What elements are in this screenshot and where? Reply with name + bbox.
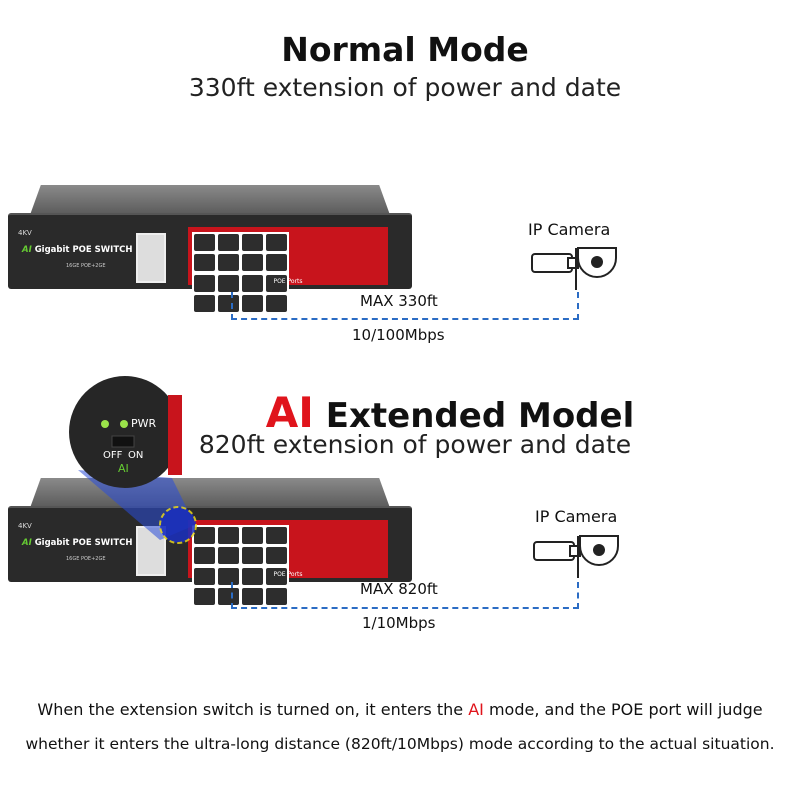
poe-switch-normal: 4KV AI Gigabit POE SWITCH 16GE POE+2GE P… <box>8 185 412 314</box>
normal-mode-title: Normal Mode <box>281 30 529 69</box>
poe-port <box>194 588 215 605</box>
speed-label: 1/10Mbps <box>362 614 436 632</box>
poe-port <box>242 295 263 312</box>
poe-port <box>218 527 239 544</box>
poe-port <box>266 234 287 251</box>
poe-switch-ai: 4KV AI Gigabit POE SWITCH 16GE POE+2GE P… <box>8 478 412 607</box>
description-line-1: When the extension switch is turned on, … <box>37 700 763 719</box>
poe-port <box>242 527 263 544</box>
poe-port <box>218 295 239 312</box>
poe-port <box>266 527 287 544</box>
off-label: OFF <box>103 450 123 461</box>
cable-dashed-line <box>231 292 579 320</box>
poe-port <box>266 254 287 271</box>
ai-mode-subtitle: 820ft extension of power and date <box>198 430 632 459</box>
cable-dashed-line <box>231 582 579 609</box>
poe-port <box>266 588 287 605</box>
poe-port <box>194 547 215 564</box>
ai-mode-title: AI Extended Model <box>265 388 635 437</box>
poe-port <box>218 254 239 271</box>
on-label: ON <box>128 450 144 461</box>
poe-port <box>218 588 239 605</box>
poe-port <box>194 568 215 585</box>
poe-port <box>242 254 263 271</box>
poe-port <box>218 547 239 564</box>
ai-switch-label: AI <box>118 462 129 475</box>
switch-model: 16GE POE+2GE <box>66 556 106 562</box>
switch-name: AI Gigabit POE SWITCH <box>22 245 133 255</box>
pwr-label: PWR <box>131 417 157 430</box>
poe-ports-label: POE Ports <box>273 278 303 285</box>
brand-logo: 4KV <box>18 229 32 237</box>
poe-port <box>242 588 263 605</box>
poe-port <box>194 254 215 271</box>
poe-port <box>194 234 215 251</box>
poe-ports-label: POE Ports <box>273 571 303 578</box>
poe-port <box>194 295 215 312</box>
switch-model: 16GE POE+2GE <box>66 263 106 269</box>
poe-port <box>194 275 215 292</box>
speed-label: 10/100Mbps <box>352 326 445 344</box>
description-line-2: whether it enters the ultra-long distanc… <box>25 735 775 753</box>
poe-port <box>242 275 263 292</box>
poe-port <box>194 527 215 544</box>
poe-port <box>218 234 239 251</box>
ip-camera-icon <box>530 240 620 295</box>
poe-port <box>218 275 239 292</box>
poe-port <box>242 234 263 251</box>
poe-port <box>266 568 287 585</box>
brand-logo: 4KV <box>18 522 32 530</box>
poe-port <box>266 547 287 564</box>
max-distance: MAX 330ft <box>360 292 438 310</box>
ip-camera-label: IP Camera <box>535 507 618 526</box>
poe-port <box>242 568 263 585</box>
poe-port-panel: POE Ports <box>188 227 388 314</box>
poe-port <box>266 275 287 292</box>
poe-port <box>242 547 263 564</box>
uplink-ports <box>136 233 166 283</box>
poe-port <box>266 295 287 312</box>
ip-camera-icon <box>532 528 622 583</box>
switch-name: AI Gigabit POE SWITCH <box>22 538 133 548</box>
poe-port-panel: POE Ports <box>188 520 388 607</box>
poe-port <box>218 568 239 585</box>
normal-mode-subtitle: 330ft extension of power and date <box>188 73 622 102</box>
max-distance: MAX 820ft <box>360 580 438 598</box>
ip-camera-label: IP Camera <box>528 220 611 239</box>
